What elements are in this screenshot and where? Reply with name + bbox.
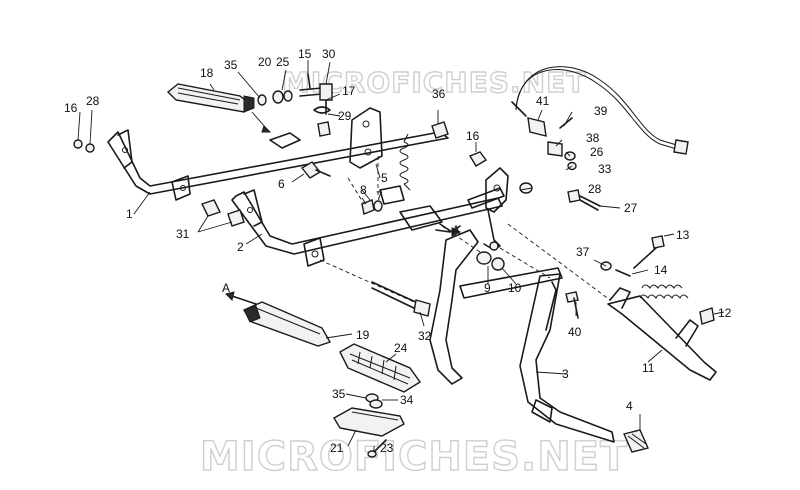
callout-30: 30 xyxy=(322,47,336,61)
washers-16-28-left xyxy=(73,139,95,153)
callout-2: 2 xyxy=(237,240,244,254)
bracket-5 xyxy=(349,107,383,169)
arrow-footpeg xyxy=(251,111,267,129)
return-spring-5 xyxy=(399,133,411,191)
callout-18: 18 xyxy=(200,66,214,80)
callout-5: 5 xyxy=(381,171,388,185)
callout-12: 12 xyxy=(718,306,732,320)
washers-34-35 xyxy=(365,393,383,409)
callout-37: 37 xyxy=(576,245,590,259)
bolt-6 xyxy=(300,161,331,179)
callout-32: 32 xyxy=(418,329,432,343)
footpeg-19 xyxy=(242,301,332,347)
center-stand-3 xyxy=(429,229,615,443)
callout-19: 19 xyxy=(356,328,370,342)
callout-3: 3 xyxy=(562,367,569,381)
spacers-9-10 xyxy=(476,241,505,271)
callout-39: 39 xyxy=(594,104,608,118)
callout-28-right: 28 xyxy=(588,182,602,196)
pin-7-8 xyxy=(361,199,383,215)
callout-26: 26 xyxy=(590,145,604,159)
callout-35-top: 35 xyxy=(224,58,238,72)
arrow-a-left: A xyxy=(222,281,257,305)
callout-27: 27 xyxy=(624,201,638,215)
bushing-36 xyxy=(431,121,449,139)
svg-text:A: A xyxy=(452,223,460,237)
bushings-31 xyxy=(201,199,245,227)
callout-4: 4 xyxy=(626,399,633,413)
callout-14: 14 xyxy=(654,263,668,277)
callout-17: 17 xyxy=(342,84,356,98)
callout-35-bottom: 35 xyxy=(332,387,346,401)
stand-pad-4 xyxy=(623,429,649,453)
clip-17-29 xyxy=(313,106,331,137)
callout-34: 34 xyxy=(400,393,414,407)
callout-7: 7 xyxy=(376,189,383,203)
watermark-bottom: MICROFICHES.NET xyxy=(200,434,628,480)
callout-9: 9 xyxy=(484,281,491,295)
callout-21: 21 xyxy=(330,441,344,455)
leader-lines xyxy=(77,60,725,452)
side-stand-springs-14 xyxy=(639,284,689,299)
pivot-bolt-27 xyxy=(567,189,601,211)
callout-15: 15 xyxy=(298,47,312,61)
nut-16-right xyxy=(468,151,488,167)
callout-labels: 1 2 3 4 5 6 7 8 9 10 11 12 13 14 15 16 1… xyxy=(64,47,732,455)
callout-10: 10 xyxy=(508,281,522,295)
axle-bolt-32 xyxy=(371,281,431,317)
svg-text:A: A xyxy=(222,281,230,295)
callout-13: 13 xyxy=(676,228,690,242)
switch-parts-38-39-26-33 xyxy=(547,117,577,171)
callout-24: 24 xyxy=(394,341,408,355)
callout-41: 41 xyxy=(536,94,550,108)
callout-11: 11 xyxy=(642,361,655,375)
footpeg-plate-21 xyxy=(333,407,405,437)
callout-16-left: 16 xyxy=(64,101,78,115)
callout-8: 8 xyxy=(360,183,367,197)
footrest-bracket-2 xyxy=(231,185,503,267)
callout-38: 38 xyxy=(586,131,600,145)
callout-33: 33 xyxy=(598,162,612,176)
callout-25: 25 xyxy=(276,55,290,69)
callout-1: 1 xyxy=(126,207,133,221)
callout-6: 6 xyxy=(278,177,285,191)
callout-20: 20 xyxy=(258,55,272,69)
callout-23: 23 xyxy=(380,441,394,455)
stand-pivot-frame xyxy=(467,167,509,251)
arrow-a-right: A xyxy=(435,223,462,237)
side-stand-11 xyxy=(607,287,717,381)
callout-28-left: 28 xyxy=(86,94,100,108)
footpeg-rubber-18 xyxy=(166,83,255,113)
callout-36: 36 xyxy=(432,87,446,101)
callout-31: 31 xyxy=(176,227,190,241)
callout-40: 40 xyxy=(568,325,582,339)
footpeg-rubber-24 xyxy=(339,343,422,393)
callout-16-right: 16 xyxy=(466,129,480,143)
callout-29: 29 xyxy=(338,109,352,123)
pin-12-13-37 xyxy=(600,235,715,325)
sidestand-switch-cable-41 xyxy=(511,66,689,155)
